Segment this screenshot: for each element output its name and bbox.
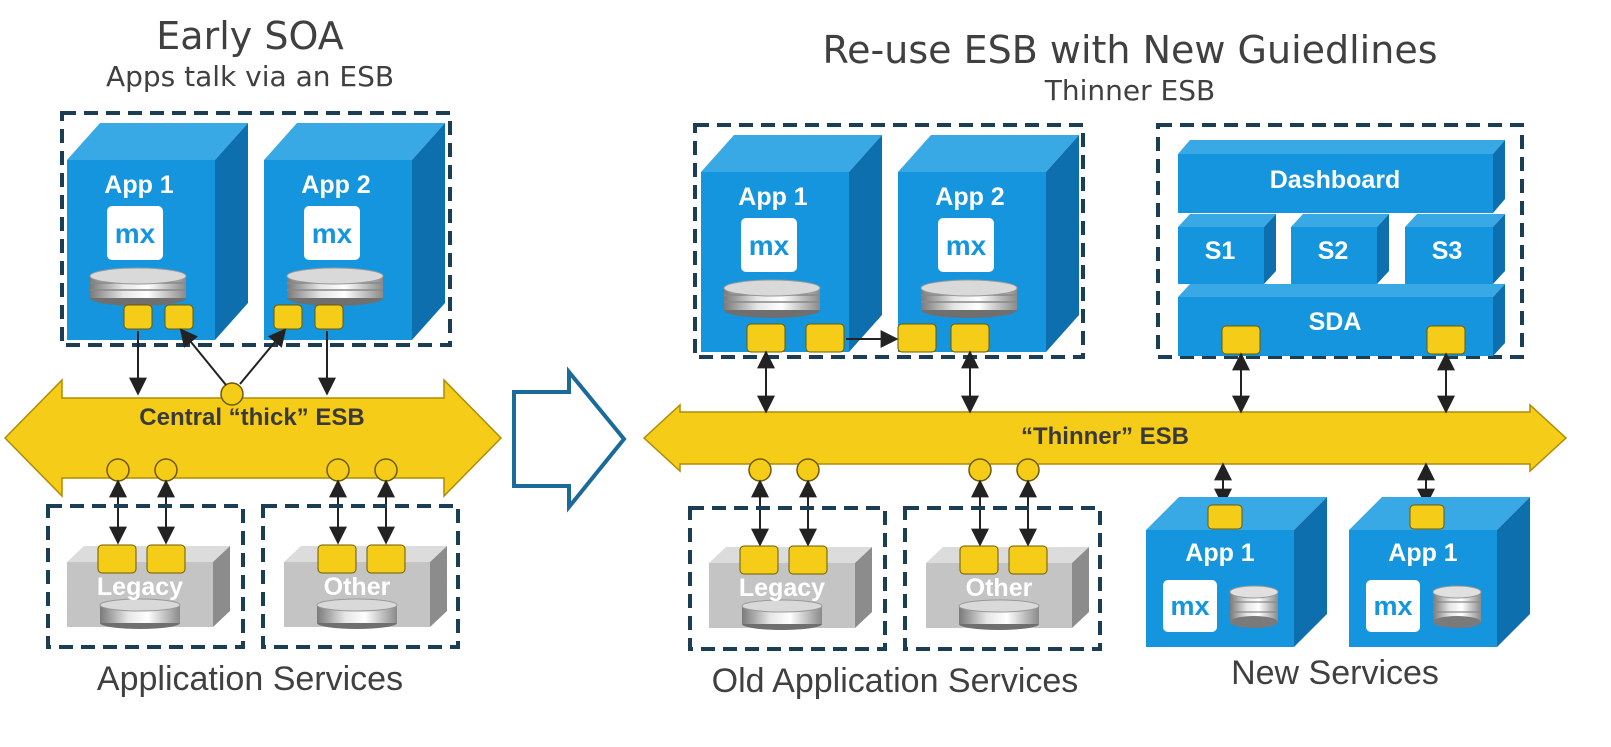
right-esb-label: “Thinner” ESB: [1021, 423, 1189, 450]
right-other-label: Other: [966, 574, 1033, 602]
port-icon: [220, 382, 244, 406]
port-icon: [897, 323, 937, 353]
port-icon: [739, 545, 779, 575]
right-app-2-box: [898, 135, 1079, 352]
svg-text:mx: mx: [946, 230, 987, 261]
port-icon: [805, 323, 845, 353]
left-other-label: Other: [324, 573, 391, 601]
port-icon: [97, 544, 137, 574]
right-legacy-label: Legacy: [739, 574, 825, 602]
right-dashboard-group: [1156, 123, 1524, 359]
left-title: Early SOA: [156, 14, 344, 58]
mx-logo-icon: mx: [304, 206, 360, 260]
port-icon: [106, 458, 130, 482]
left-subtitle: Apps talk via an ESB: [105, 60, 395, 93]
left-app-group: [60, 111, 452, 347]
new-service-2-label: App 1: [1388, 539, 1458, 567]
left-other-group: [261, 504, 460, 649]
port-icon: [164, 304, 194, 330]
svg-text:mx: mx: [115, 218, 156, 249]
port-icon: [950, 323, 990, 353]
port-icon: [374, 458, 398, 482]
database-icon: [89, 267, 187, 306]
port-icon: [796, 458, 820, 482]
port-icon: [746, 323, 786, 353]
right-app-1-label: App 1: [738, 183, 808, 211]
svg-text:mx: mx: [312, 218, 353, 249]
right-title: Re-use ESB with New Guiedlines: [822, 28, 1438, 72]
port-icon: [314, 304, 344, 330]
right-legacy-group: [688, 506, 887, 651]
right-connectors: [751, 330, 1455, 547]
dashboard-box: [1178, 140, 1505, 213]
left-esb-label: Central “thick” ESB: [139, 404, 364, 431]
left-esb-bar: [3, 378, 503, 498]
port-icon: [154, 458, 178, 482]
database-icon: [920, 279, 1018, 318]
old-services-caption: Old Application Services: [711, 662, 1079, 700]
right-subtitle: Thinner ESB: [1044, 74, 1216, 107]
left-caption: Application Services: [96, 660, 404, 698]
mx-logo-icon: mx: [741, 218, 797, 272]
right-app-2-label: App 2: [935, 183, 1004, 211]
port-icon: [788, 545, 828, 575]
right-other-group: [903, 506, 1102, 651]
left-legacy-group: [46, 504, 245, 649]
mx-logo-icon: mx: [107, 206, 163, 260]
svg-text:mx: mx: [1170, 591, 1209, 621]
s3-box: [1405, 214, 1505, 284]
new-services-caption: New Services: [1231, 654, 1439, 692]
port-icon: [1409, 504, 1445, 530]
database-icon: [1229, 585, 1279, 628]
port-icon: [1008, 545, 1048, 575]
left-connectors: [109, 328, 395, 545]
svg-text:mx: mx: [1373, 591, 1412, 621]
mx-logo-icon: mx: [1366, 580, 1420, 632]
port-icon: [968, 458, 992, 482]
transition-arrow-icon: [512, 366, 627, 513]
port-icon: [123, 304, 153, 330]
mx-logo-icon: mx: [1163, 580, 1217, 632]
svg-text:mx: mx: [749, 230, 790, 261]
left-app-1-label: App 1: [104, 171, 174, 199]
port-icon: [959, 545, 999, 575]
port-icon: [748, 458, 772, 482]
port-icon: [326, 458, 350, 482]
port-icon: [273, 304, 303, 330]
port-icon: [1221, 325, 1261, 355]
left-legacy-label: Legacy: [97, 573, 183, 601]
port-icon: [1207, 504, 1243, 530]
right-app-group: [693, 123, 1085, 359]
port-icon: [1426, 325, 1466, 355]
s2-box: [1291, 214, 1389, 284]
right-esb-bar: [642, 403, 1568, 473]
s2-label: S2: [1318, 237, 1349, 265]
port-icon: [146, 544, 186, 574]
port-icon: [317, 544, 357, 574]
database-icon: [286, 267, 384, 306]
dashboard-label: Dashboard: [1270, 166, 1401, 194]
s1-label: S1: [1205, 237, 1236, 265]
left-app-2-label: App 2: [301, 171, 370, 199]
new-service-1-label: App 1: [1185, 539, 1255, 567]
port-icon: [1016, 458, 1040, 482]
port-icon: [366, 544, 406, 574]
right-other-box: [926, 547, 1089, 630]
database-icon: [1432, 585, 1482, 628]
s3-label: S3: [1432, 237, 1463, 265]
mx-logo-icon: mx: [938, 218, 994, 272]
s1-box: [1178, 214, 1276, 284]
sda-label: SDA: [1309, 308, 1362, 336]
database-icon: [723, 279, 821, 318]
